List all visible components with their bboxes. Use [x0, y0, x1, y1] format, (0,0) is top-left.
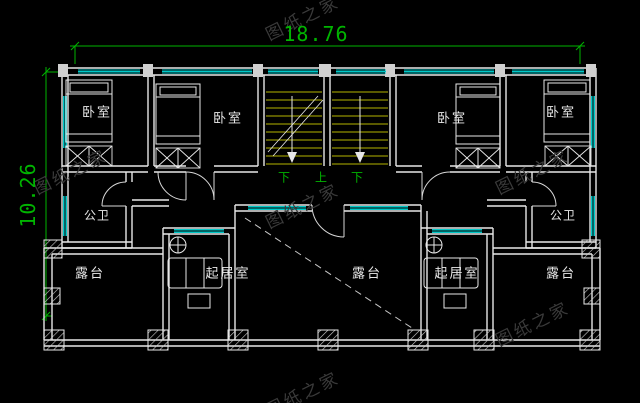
room-label-bedroom-1: 卧室	[81, 105, 113, 121]
living-room-furniture	[167, 236, 479, 309]
wardrobes	[65, 145, 592, 169]
hatched-piers	[43, 239, 601, 351]
wall-junction-blocks	[58, 64, 596, 77]
dimension-height-label: 10.26	[16, 162, 40, 228]
room-label-terrace-left: 露台	[74, 266, 106, 282]
stair-treads	[266, 91, 388, 165]
windows	[63, 69, 595, 236]
room-label-terrace-right: 露台	[545, 266, 577, 282]
room-label-terrace-center: 露台	[351, 266, 383, 282]
room-label-bathroom-left: 公卫	[83, 208, 111, 223]
dimension-width-label: 18.76	[283, 22, 349, 46]
beds	[65, 79, 591, 145]
door-arcs	[101, 171, 557, 238]
terrace-diagonal-dashed-line	[244, 217, 413, 329]
room-label-living-left: 起居室	[205, 266, 251, 282]
room-label-living-right: 起居室	[434, 266, 480, 282]
room-label-bedroom-4: 卧室	[545, 105, 577, 121]
room-label-bedroom-2: 卧室	[212, 111, 244, 127]
room-label-bathroom-right: 公卫	[549, 208, 577, 223]
stair-label-down-right: 下	[350, 170, 364, 185]
stair-label-up: 上	[314, 170, 328, 185]
dimension-lines	[41, 41, 585, 321]
room-label-bedroom-3: 卧室	[436, 111, 468, 127]
stair-label-down-left: 下	[277, 170, 291, 185]
stair-arrows	[267, 95, 365, 163]
